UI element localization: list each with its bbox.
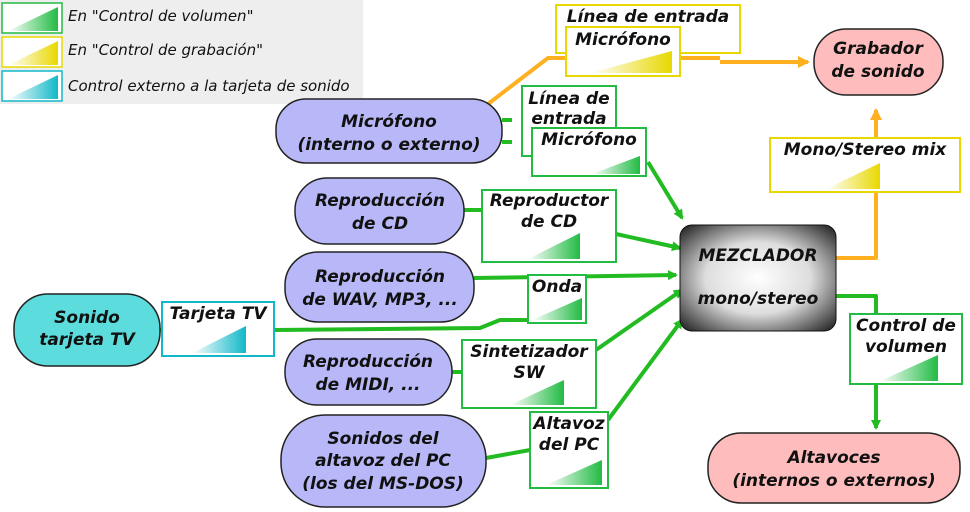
control-volume-slider [880, 355, 938, 381]
source-midi-line2: de MIDI, ... [315, 375, 420, 395]
control-synth-line1: Sintetizador [470, 342, 589, 362]
control-tv-slider [192, 326, 246, 353]
source-tv-line1: Sonido [54, 308, 120, 328]
control-vol-mic-label: Micrófono [541, 130, 637, 150]
source-tv-card: Sonido tarjeta TV [13, 293, 161, 367]
control-mix-label: Mono/Stereo mix [784, 140, 948, 160]
arrow-mic-to-mixer [646, 160, 684, 220]
source-pc-speaker-line2: altavoz del PC [315, 451, 451, 471]
control-pc-speaker-line1: Altavoz [531, 414, 604, 434]
control-vol-mic[interactable]: Micrófono [531, 127, 647, 177]
control-master-volume[interactable]: Control de volumen [849, 313, 963, 385]
control-vol-line-in-line1: Línea de [528, 89, 609, 109]
control-wave[interactable]: Onda [527, 274, 587, 324]
control-cd-line1: Reproductor [490, 191, 610, 211]
control-tv-card[interactable]: Tarjeta TV [161, 301, 275, 357]
output-speakers-line2: (internos o externos) [732, 471, 935, 491]
control-mono-stereo-mix[interactable]: Mono/Stereo mix [769, 137, 961, 193]
control-cd-player[interactable]: Reproductor de CD [481, 189, 617, 263]
control-wave-label: Onda [532, 277, 582, 297]
legend-label-volume: En "Control de volumen" [68, 7, 253, 25]
mixer: MEZCLADOR mono/stereo [679, 224, 837, 332]
control-vol-line-in-line2: entrada [531, 109, 606, 129]
arrow-synth-to-mixer [594, 288, 684, 352]
control-rec-mic-slider [590, 51, 672, 73]
legend-label-external: Control externo a la tarjeta de sonido [68, 77, 350, 95]
line-tv-to-wave [273, 318, 528, 332]
control-rec-mic[interactable]: Micrófono [565, 26, 681, 77]
source-microphone: Micrófono (interno o externo) [275, 98, 503, 164]
source-wav-line2: de WAV, MP3, ... [302, 290, 458, 310]
control-wave-slider [532, 298, 582, 320]
legend: En "Control de volumen" En "Control de g… [0, 0, 363, 104]
control-tv-label: Tarjeta TV [169, 304, 268, 324]
source-microphone-line1: Micrófono [341, 112, 437, 132]
legend-label-recording: En "Control de grabación" [68, 41, 263, 59]
arrow-cd-to-mixer [615, 232, 682, 252]
source-wav-line1: Reproducción [315, 267, 445, 287]
source-wav: Reproducción de WAV, MP3, ... [284, 251, 475, 323]
control-rec-mic-label: Micrófono [575, 30, 671, 50]
arrow-speaker-to-mixer [606, 318, 684, 422]
source-microphone-line2: (interno o externo) [297, 135, 480, 155]
control-synth-slider [510, 380, 564, 405]
control-cd-line2: de CD [521, 212, 577, 232]
source-cd-line1: Reproducción [315, 191, 445, 211]
legend-ramp-external [8, 75, 58, 99]
source-pc-speaker-line3: (los del MS-DOS) [302, 474, 464, 494]
source-pc-speaker: Sonidos del altavoz del PC (los del MS-D… [280, 414, 487, 508]
legend-ramp-recording [8, 41, 58, 65]
mixer-line1: MEZCLADOR [699, 246, 818, 266]
control-rec-line-in-label: Línea de entrada [567, 7, 730, 27]
line-pc-speaker [485, 448, 531, 460]
source-midi-line1: Reproducción [303, 352, 433, 372]
source-cd: Reproducción de CD [294, 177, 465, 245]
legend-ramp-volume [8, 7, 58, 31]
control-volume-line2: volumen [865, 337, 947, 357]
control-synth[interactable]: Sintetizador SW [461, 339, 597, 409]
output-recorder-line1: Grabador [833, 39, 924, 59]
control-synth-line2: SW [514, 363, 546, 383]
control-pc-speaker-line2: del PC [539, 435, 600, 455]
line-mixer-to-volume [836, 294, 878, 314]
control-mix-slider [826, 163, 880, 189]
control-pc-speaker[interactable]: Altavoz del PC [529, 411, 609, 489]
output-recorder: Grabador de sonido [813, 28, 944, 96]
control-vol-mic-slider [592, 156, 640, 174]
source-cd-line2: de CD [352, 214, 408, 234]
output-recorder-line2: de sonido [831, 62, 925, 82]
control-pc-speaker-slider [546, 460, 602, 485]
source-tv-line2: tarjeta TV [39, 330, 136, 350]
output-speakers: Altavoces (internos o externos) [707, 432, 961, 504]
mixer-line2: mono/stereo [698, 289, 819, 309]
source-pc-speaker-line1: Sonidos del [327, 429, 439, 449]
output-speakers-line1: Altavoces [785, 448, 880, 468]
source-midi: Reproducción de MIDI, ... [284, 338, 453, 406]
control-cd-slider [528, 233, 580, 259]
control-volume-line1: Control de [856, 316, 956, 336]
